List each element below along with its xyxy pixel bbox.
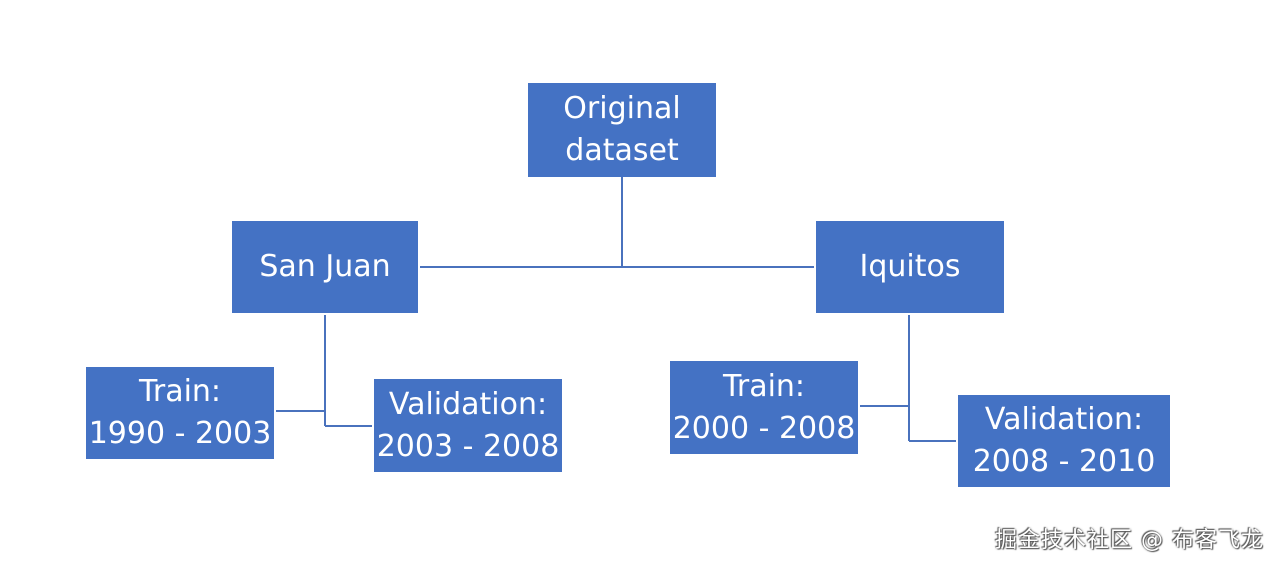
node-san-juan-train-line1: Train: xyxy=(138,374,222,409)
node-iquitos-validation-line1: Validation: xyxy=(984,402,1144,437)
node-iquitos: Iquitos xyxy=(816,221,1004,313)
node-original-dataset: Original dataset xyxy=(528,83,716,177)
node-san-juan-train: Train: 1990 - 2003 xyxy=(86,367,274,459)
node-san-juan-train-line2: 1990 - 2003 xyxy=(88,416,272,451)
node-original-line1: Original xyxy=(563,91,681,126)
node-iquitos-validation: Validation: 2008 - 2010 xyxy=(958,395,1170,487)
node-san-juan-label: San Juan xyxy=(259,249,391,284)
node-iquitos-label: Iquitos xyxy=(859,249,961,284)
node-san-juan-validation: Validation: 2003 - 2008 xyxy=(374,379,562,472)
watermark: 掘金技术社区 @ 布客飞龙 xyxy=(995,528,1264,553)
node-san-juan-validation-line1: Validation: xyxy=(388,386,548,422)
node-iquitos-train: Train: 2000 - 2008 xyxy=(670,361,858,454)
node-original-line2: dataset xyxy=(565,133,679,168)
node-iquitos-validation-line2: 2008 - 2010 xyxy=(972,444,1156,479)
node-san-juan: San Juan xyxy=(232,221,418,313)
node-iquitos-train-line1: Train: xyxy=(722,368,806,404)
node-iquitos-train-line2: 2000 - 2008 xyxy=(672,410,856,446)
node-san-juan-validation-line2: 2003 - 2008 xyxy=(376,428,560,464)
